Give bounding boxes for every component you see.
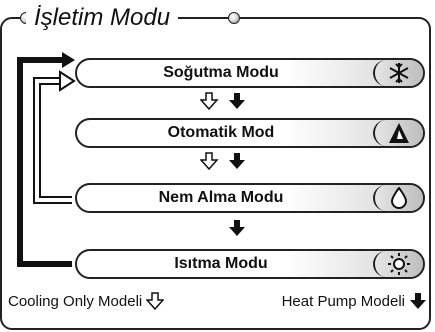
legend-cooling-only-label: Cooling Only Modeli (8, 292, 143, 310)
mode-cooling-label: Soğutma Modu (163, 64, 279, 81)
sun-icon (373, 251, 423, 277)
down-arrows-2 (200, 152, 245, 170)
mode-auto-label: Otomatik Mod (167, 124, 275, 141)
auto-icon (373, 120, 423, 146)
mode-auto[interactable]: Otomatik Mod (75, 118, 425, 148)
mode-heating[interactable]: Isıtma Modu (75, 249, 425, 279)
legend-heat-pump-label: Heat Pump Modeli (281, 292, 405, 310)
mode-heating-label: Isıtma Modu (174, 255, 268, 272)
solid-down-arrow-icon (410, 293, 426, 309)
legend-cooling-only: Cooling Only Modeli (8, 292, 165, 310)
legend-heat-pump: Heat Pump Modeli (282, 292, 427, 310)
right-knob (228, 12, 240, 24)
panel-title: İşletim Modu (34, 4, 171, 31)
mode-cooling[interactable]: Soğutma Modu (75, 58, 425, 88)
snowflake-icon (373, 60, 423, 86)
cycle-arrows (17, 52, 76, 267)
mode-dry-label: Nem Alma Modu (158, 189, 284, 206)
down-arrows-3 (229, 220, 245, 236)
title-wrap: İşletim Modu (26, 4, 179, 32)
legend: Cooling Only Modeli Heat Pump Modeli (8, 290, 427, 314)
drop-icon (373, 185, 423, 211)
hollow-down-arrow-icon (146, 292, 165, 310)
down-arrows-1 (200, 92, 245, 110)
mode-dry[interactable]: Nem Alma Modu (75, 183, 425, 213)
